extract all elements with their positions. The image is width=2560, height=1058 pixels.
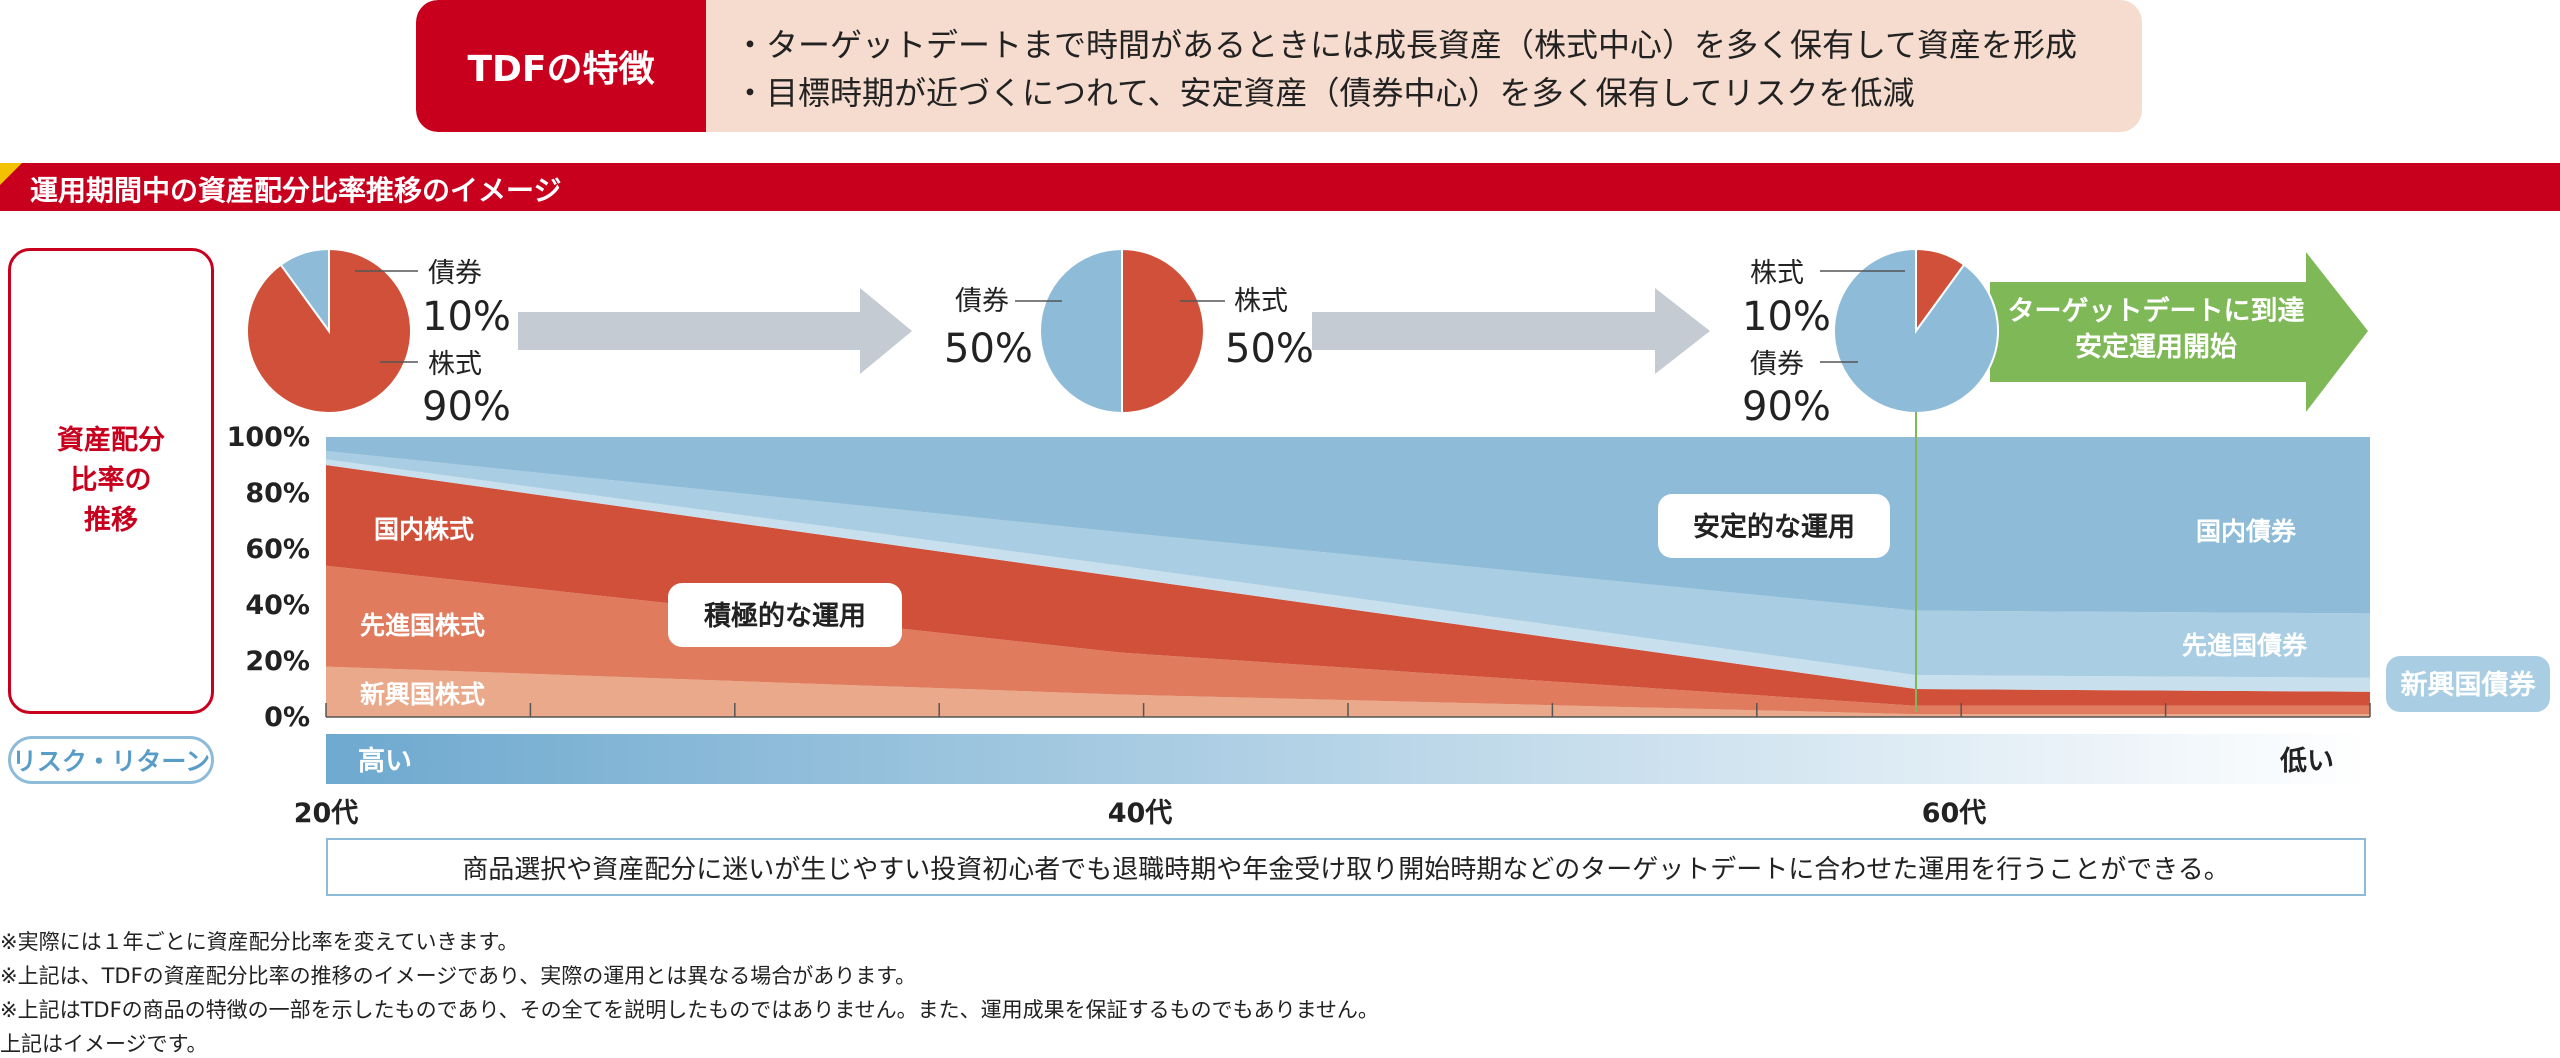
note-3: ※上記はTDFの商品の特徴の一部を示したものであり、その全てを説明したものではあ… [0, 998, 1379, 1022]
area-series-1 [326, 565, 2370, 715]
pie-2-bond-name: 債券 [955, 286, 1009, 317]
feature-line-1: ・ターゲットデートまで時間があるときには成長資産（株式中心）を多く保有して資産を… [734, 26, 2078, 64]
bottom-message-box: 商品選択や資産配分に迷いが生じやすい投資初心者でも退職時期や年金受け取り開始時期… [326, 838, 2366, 896]
y-tick-100: 100% [227, 422, 310, 453]
label-domestic-stock: 国内株式 [374, 515, 474, 544]
section-title-bar: 運用期間中の資産配分比率推移のイメージ [0, 163, 2560, 211]
target-arrow-shape [1990, 252, 2368, 412]
allocation-side-box: 資産配分 比率の 推移 [8, 248, 214, 714]
feature-label: TDFの特徴 [416, 0, 706, 132]
pie-3-stock-name: 株式 [1750, 258, 1804, 289]
pie-chart-60s [1833, 247, 1999, 414]
bottom-message: 商品選択や資産配分に迷いが生じやすい投資初心者でも退職時期や年金受け取り開始時期… [462, 854, 2230, 885]
area-chart [326, 437, 2370, 717]
x-label-40s: 40代 [1108, 798, 1173, 829]
note-4: 上記はイメージです。 [0, 1032, 208, 1056]
target-arrow-line-2: 安定運用開始 [2075, 331, 2237, 363]
pie-2-bond-label: 50% [944, 326, 1033, 372]
y-tick-40: 40% [245, 590, 310, 621]
area-series-5 [326, 437, 2370, 614]
pie-2-stock-label: 50% [1225, 326, 1314, 372]
progress-arrow-2 [1312, 288, 1710, 374]
pie-2-slice-bond [1039, 247, 1123, 415]
risk-return-side-label: リスク・リターン [8, 736, 214, 784]
label-domestic-bond: 国内債券 [2196, 517, 2297, 546]
stable-annotation-box [1658, 494, 1890, 558]
risk-high-label: 高い [358, 745, 412, 777]
note-2: ※上記は、TDFの資産配分比率の推移のイメージであり、実際の運用とは異なる場合が… [0, 964, 917, 988]
area-series-0 [326, 666, 2370, 717]
pie-2-slice-stock [1121, 247, 1205, 415]
aggressive-annotation-box [668, 583, 902, 647]
x-label-20s: 20代 [294, 798, 359, 829]
note-1: ※実際には１年ごとに資産配分比率を変えていきます。 [0, 930, 519, 954]
pie-1-slice-bond [279, 247, 330, 335]
feature-line-2: ・目標時期が近づくにつれて、安定資産（債券中心）を多く保有してリスクを低減 [734, 74, 1915, 112]
pie-3-slice-bond [1833, 247, 1999, 414]
x-label-60s: 60代 [1922, 798, 1987, 829]
pie-2-stock-name: 株式 [1234, 286, 1288, 317]
area-series-4 [326, 451, 2370, 678]
y-tick-20: 20% [245, 646, 310, 677]
series-labels: 国内株式 先進国株式 新興国株式 国内債券 先進国債券 [360, 515, 2308, 709]
y-tick-80: 80% [245, 478, 310, 509]
risk-low-label: 低い [2279, 746, 2334, 777]
pie-1-stock-label: 90% [422, 384, 511, 430]
label-developed-bond: 先進国債券 [2182, 631, 2308, 660]
pie-1-bond-name: 債券 [428, 258, 482, 289]
pie-1-stock-name: 株式 [428, 349, 482, 380]
label-developed-stock: 先進国株式 [360, 611, 485, 640]
title-accent [0, 163, 22, 185]
section-title: 運用期間中の資産配分比率推移のイメージ [30, 174, 562, 207]
y-tick-60: 60% [245, 534, 310, 565]
stable-annotation: 安定的な運用 [1693, 511, 1855, 543]
pie-3-labels: 株式 10% 債券 90% [1742, 258, 1905, 430]
label-emerging-stock: 新興国株式 [360, 680, 485, 709]
label-emerging-bond: 新興国債券 [2401, 669, 2537, 701]
pie-1-bond-label: 10% [422, 294, 511, 340]
progress-arrow-1 [518, 288, 912, 374]
pie-chart-40s [1039, 247, 1205, 415]
x-axis-labels: 20代 40代 60代 [294, 798, 1987, 829]
pie-3-bond-name: 債券 [1750, 349, 1804, 380]
y-axis: 100% 80% 60% 40% 20% 0% [227, 422, 310, 733]
feature-box: TDFの特徴 ・ターゲットデートまで時間があるときには成長資産（株式中心）を多く… [416, 0, 2142, 132]
emerging-bond-callout [2386, 656, 2550, 712]
aggressive-annotation: 積極的な運用 [704, 600, 866, 632]
pie-3-stock-label: 10% [1742, 294, 1831, 340]
pie-2-labels: 債券 50% 株式 50% [944, 286, 1314, 372]
y-tick-0: 0% [264, 702, 310, 733]
x-axis-ticks [325, 703, 2371, 718]
pie-1-labels: 債券 10% 株式 90% [355, 258, 511, 430]
risk-gradient-bar [326, 734, 2370, 784]
allocation-side-label: 資産配分 比率の 推移 [57, 425, 165, 536]
target-arrow-line-1: ターゲットデートに到達 [2008, 295, 2305, 327]
pie-3-bond-label: 90% [1742, 384, 1831, 430]
pie-chart-20s [246, 247, 412, 414]
